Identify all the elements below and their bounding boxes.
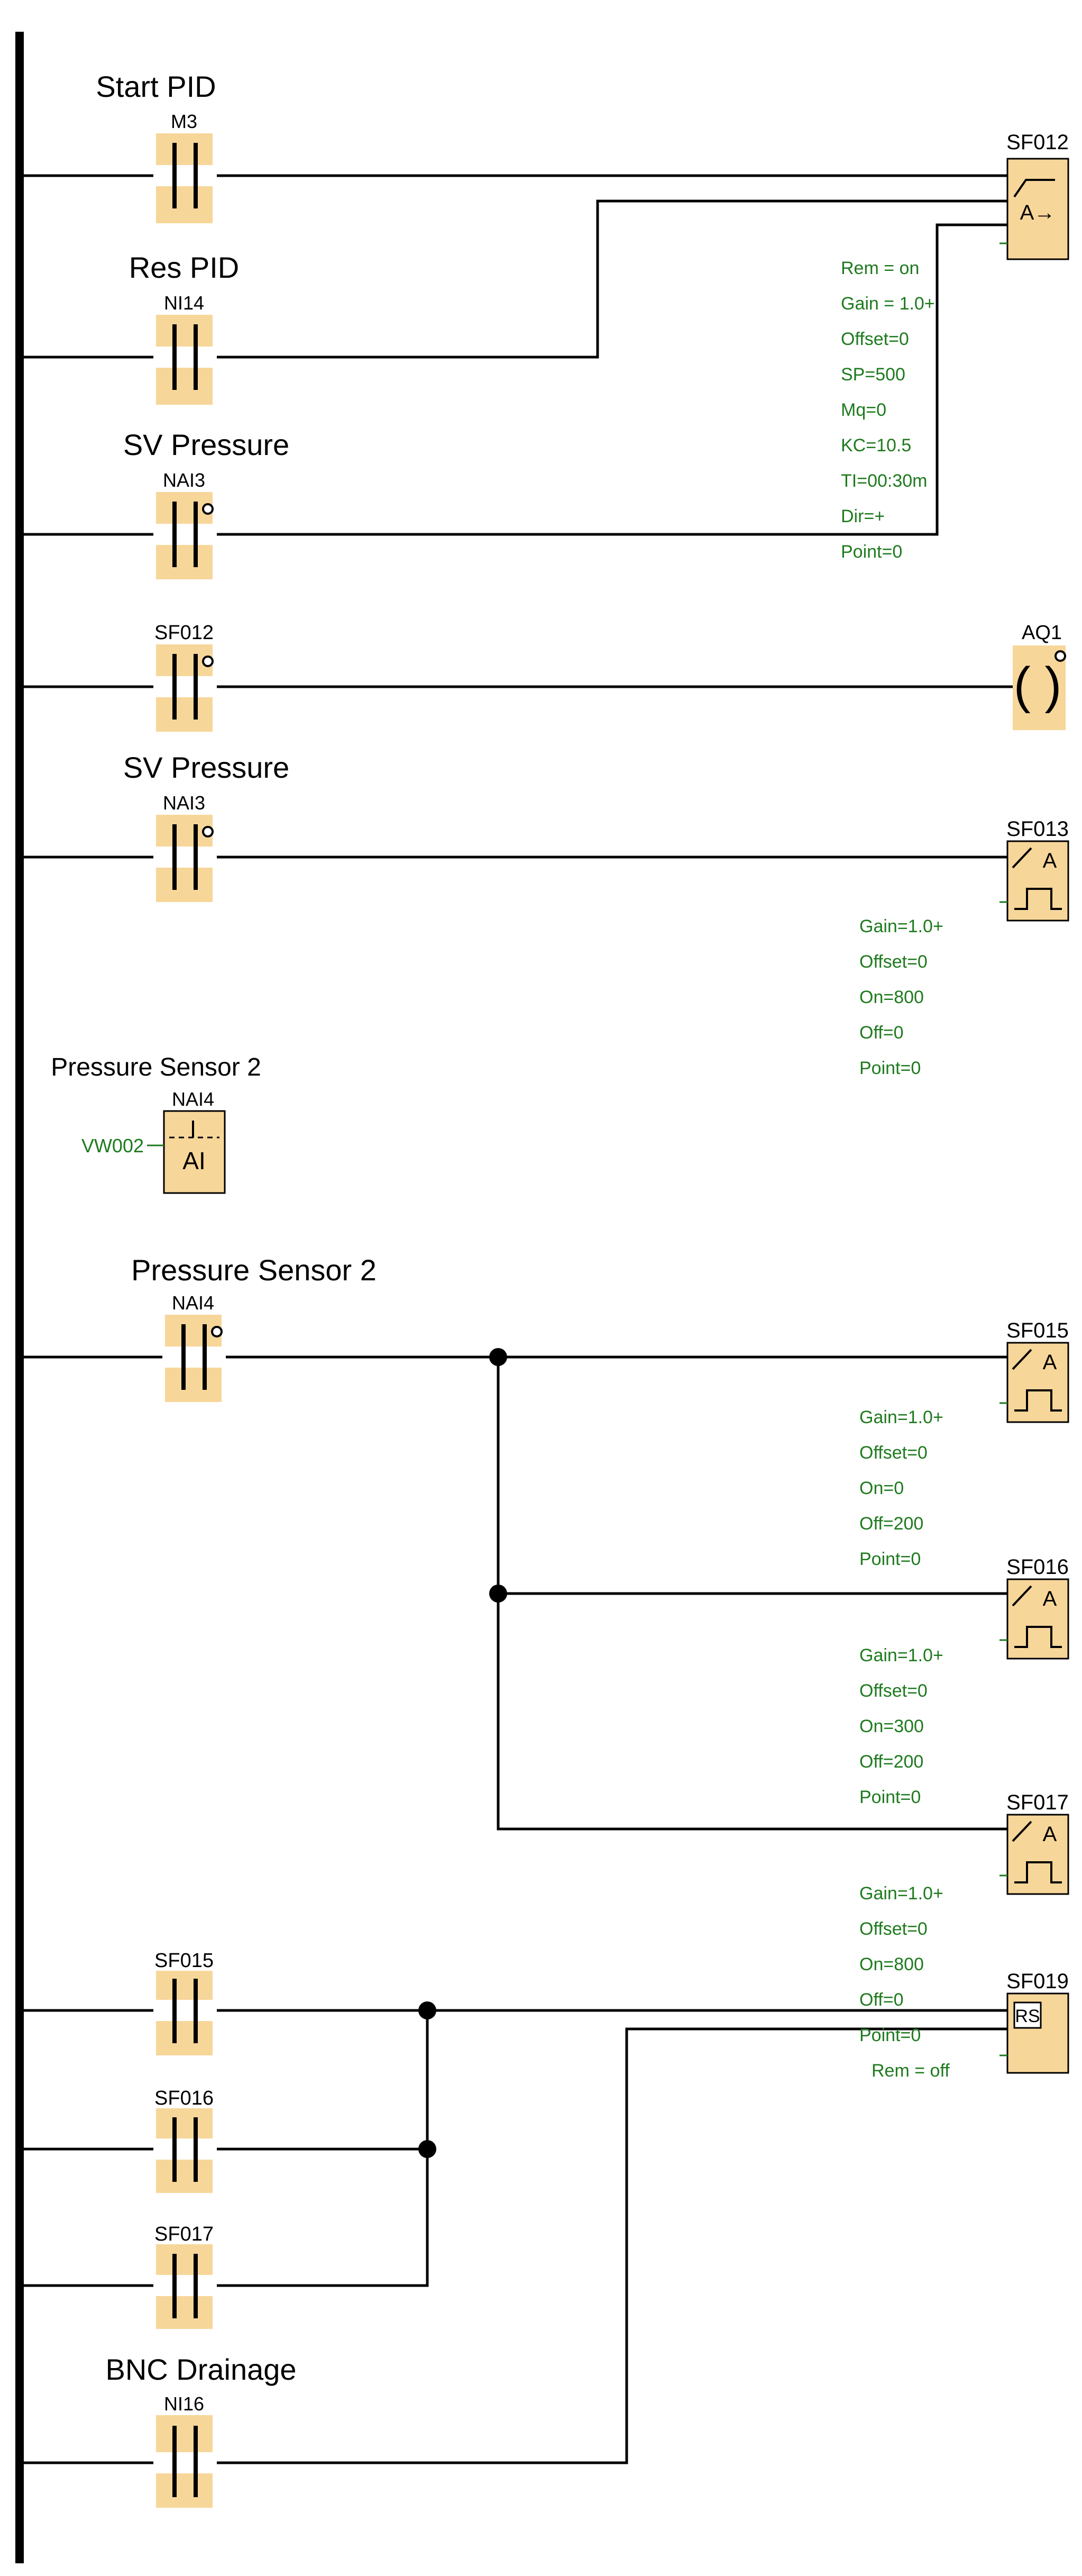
param: Offset=0 — [859, 1681, 928, 1701]
analog-input-symbol: AI — [182, 1147, 205, 1175]
contact-address: NI14 — [164, 292, 204, 314]
block-params: Gain=1.0+ Offset=0 On=300 Off=200 Point=… — [859, 1645, 943, 1807]
block-symbol: A — [1043, 849, 1057, 872]
param: SP=500 — [841, 365, 905, 385]
contact-pressure-sensor-2[interactable]: Pressure Sensor 2 NAI4 — [131, 1253, 377, 1402]
param: TI=00:30m — [841, 471, 927, 491]
coil-aq1[interactable]: AQ1 ( ) — [1013, 622, 1066, 730]
param: Point=0 — [841, 542, 902, 562]
param: Mq=0 — [841, 400, 886, 420]
contact-address: SF016 — [154, 2087, 214, 2109]
contact-address: M3 — [171, 111, 197, 132]
contact-sv-pressure[interactable]: SV Pressure NAI3 — [123, 428, 289, 579]
block-label: SF016 — [1006, 1555, 1069, 1579]
contact-title: Res PID — [129, 251, 240, 284]
param: Dir=+ — [841, 506, 885, 526]
block-symbol: A — [1043, 1587, 1057, 1610]
contact-title: SV Pressure — [123, 428, 289, 461]
contact-address: NAI3 — [163, 469, 205, 491]
param: Offset=0 — [859, 952, 928, 972]
block-params: Gain=1.0+ Offset=0 On=0 Off=200 Point=0 — [859, 1407, 943, 1569]
contact-title: Start PID — [96, 70, 216, 103]
threshold-pulse-icon — [1014, 1861, 1062, 1883]
block-label: SF015 — [1006, 1319, 1069, 1342]
block-label: SF019 — [1006, 1970, 1069, 1993]
analog-input-address: NAI4 — [172, 1088, 214, 1110]
param: Point=0 — [859, 1787, 921, 1807]
block-symbol: A — [1043, 1351, 1057, 1374]
contact-address: SF012 — [154, 622, 214, 644]
contact-address: NI16 — [164, 2393, 204, 2415]
param: Gain=1.0+ — [859, 1883, 943, 1904]
param: Rem = off — [872, 2061, 950, 2081]
param: On=800 — [859, 987, 924, 1007]
param: Off=200 — [859, 1752, 923, 1772]
param: On=300 — [859, 1716, 924, 1736]
contact-sf017[interactable]: SF017 — [153, 2223, 217, 2329]
contact-title: BNC Drainage — [105, 2353, 296, 2386]
function-block-sf016[interactable]: SF016 A Gain=1.0+ Offset=0 On=300 Off=20… — [859, 1555, 1069, 1807]
contact-bnc-drainage[interactable]: BNC Drainage NI16 — [105, 2353, 297, 2508]
contact-sv-pressure-2[interactable]: SV Pressure NAI3 — [123, 751, 289, 902]
block-label: SF012 — [1006, 131, 1069, 154]
param: Offset=0 — [859, 1919, 928, 1939]
param: Off=0 — [859, 1990, 904, 2010]
block-label: SF013 — [1006, 817, 1069, 841]
threshold-pulse-icon — [1014, 888, 1062, 910]
param: Point=0 — [859, 2025, 921, 2045]
contact-address: SF015 — [154, 1950, 214, 1972]
block-symbol: A — [1043, 1823, 1057, 1846]
param: KC=10.5 — [841, 435, 911, 456]
function-block-sf012[interactable]: SF012 A→ Rem = on Gain = 1.0+ Offset=0 S… — [841, 131, 1069, 562]
function-block-sf019[interactable]: SF019 RS Rem = off — [872, 1970, 1069, 2081]
analog-input-title: Pressure Sensor 2 — [51, 1053, 261, 1081]
param: Off=200 — [859, 1514, 923, 1534]
param: Gain=1.0+ — [859, 1407, 943, 1427]
contact-sf012[interactable]: SF012 — [153, 622, 217, 732]
param: Off=0 — [859, 1023, 904, 1043]
analog-indicator-icon — [202, 656, 214, 667]
contact-title: Pressure Sensor 2 — [131, 1253, 377, 1287]
param: On=800 — [859, 1954, 924, 1974]
analog-indicator-icon — [1055, 650, 1066, 662]
param: Point=0 — [859, 1058, 921, 1078]
param: Gain=1.0+ — [859, 916, 943, 936]
coil-symbol: ( ) — [1014, 657, 1062, 714]
block-symbol: RS — [1015, 2006, 1040, 2026]
contact-address: NAI3 — [163, 792, 205, 814]
function-block-sf013[interactable]: SF013 A Gain=1.0+ Offset=0 On=800 Off=0 … — [859, 817, 1069, 1078]
analog-input-block[interactable]: Pressure Sensor 2 NAI4 AI VW002 — [51, 1053, 261, 1194]
param: On=0 — [859, 1478, 904, 1498]
contact-start-pid[interactable]: Start PID M3 — [96, 70, 217, 223]
analog-indicator-icon — [211, 1326, 223, 1337]
contact-sf016[interactable]: SF016 — [153, 2087, 217, 2193]
param: Offset=0 — [859, 1443, 928, 1463]
contact-sf015[interactable]: SF015 — [153, 1950, 217, 2055]
threshold-pulse-icon — [1014, 1626, 1062, 1648]
param: Point=0 — [859, 1549, 921, 1569]
contact-address: NAI4 — [172, 1292, 214, 1314]
block-params: Gain=1.0+ Offset=0 On=800 Off=0 Point=0 — [859, 916, 943, 1078]
param: Offset=0 — [841, 329, 909, 349]
analog-indicator-icon — [202, 503, 214, 515]
threshold-pulse-icon — [1014, 1389, 1062, 1412]
coil-address: AQ1 — [1022, 622, 1062, 644]
param: Gain = 1.0+ — [841, 294, 935, 314]
contact-title: SV Pressure — [123, 751, 289, 784]
contact-res-pid[interactable]: Res PID NI14 — [129, 251, 240, 405]
contact-address: SF017 — [154, 2223, 214, 2245]
analog-indicator-icon — [202, 826, 214, 838]
param: Gain=1.0+ — [859, 1645, 943, 1665]
block-label: SF017 — [1006, 1791, 1069, 1814]
block-params: Rem = on Gain = 1.0+ Offset=0 SP=500 Mq=… — [841, 258, 935, 562]
analog-input-tag: VW002 — [81, 1135, 144, 1157]
block-symbol: A→ — [1020, 201, 1056, 224]
block-params: Gain=1.0+ Offset=0 On=800 Off=0 Point=0 — [859, 1883, 943, 2045]
junctions — [418, 1348, 507, 2158]
function-block-sf015[interactable]: SF015 A Gain=1.0+ Offset=0 On=0 Off=200 … — [859, 1319, 1069, 1569]
function-block-sf017[interactable]: SF017 A Gain=1.0+ Offset=0 On=800 Off=0 … — [859, 1791, 1069, 2045]
param: Rem = on — [841, 258, 919, 278]
